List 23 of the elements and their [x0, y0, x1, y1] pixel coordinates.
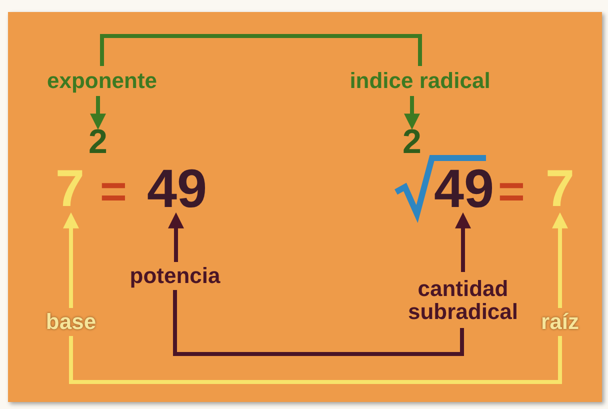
term-label: base [38, 308, 104, 336]
term-label: potencia [116, 262, 234, 290]
arrow [90, 96, 106, 130]
connector-line [69, 336, 562, 384]
term-label: indice radical [340, 66, 500, 96]
arrow [63, 212, 79, 308]
term-label: 49 [144, 160, 210, 218]
arrow [404, 96, 420, 130]
term-label: 2 [400, 124, 424, 162]
term-label: exponente [40, 66, 164, 96]
arrow [552, 212, 568, 308]
term-label: 2 [86, 124, 110, 162]
term-label: 7 [52, 160, 88, 218]
term-label: cantidad subradical [398, 272, 528, 328]
connector-line [100, 34, 422, 66]
connector-line [173, 290, 464, 356]
term-label: 49 [432, 160, 496, 218]
arrow [455, 212, 471, 272]
arrow [168, 212, 184, 262]
equals-sign: = [498, 168, 525, 214]
term-label: raíz [528, 308, 592, 336]
equals-sign: = [100, 168, 127, 214]
term-label: 7 [542, 160, 578, 218]
